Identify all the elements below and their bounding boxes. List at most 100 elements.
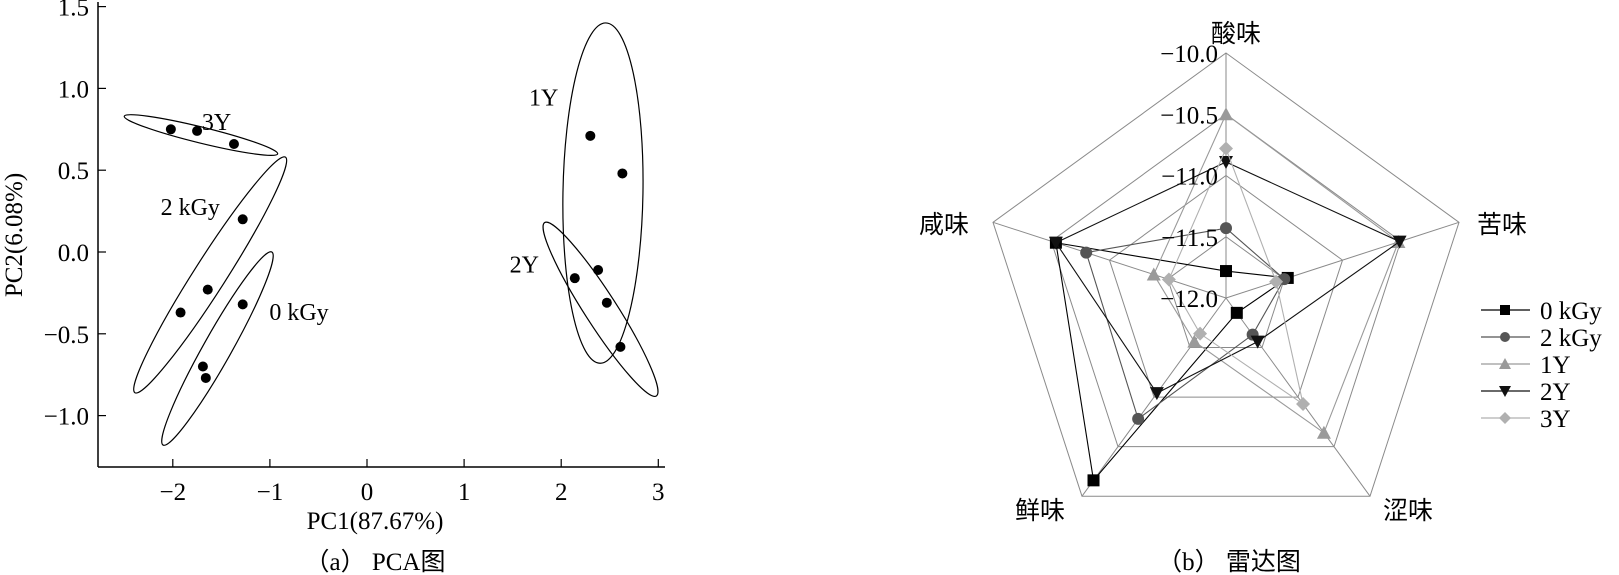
- data-point: [585, 130, 596, 141]
- data-point: [200, 372, 211, 383]
- data-point: [617, 168, 628, 179]
- x-tick-label: 2: [555, 479, 568, 506]
- pca-caption: （a） PCA图: [305, 548, 446, 575]
- circle-marker: [1132, 412, 1145, 425]
- triangle-up-marker: [1187, 334, 1202, 348]
- group-label: 3Y: [202, 110, 231, 136]
- radar-ring-label: −10.0: [1160, 41, 1218, 68]
- data-point: [569, 273, 580, 284]
- x-tick-label: 0: [361, 479, 374, 506]
- radar-series-3y: [1161, 141, 1311, 412]
- legend-label: 0 kGy: [1540, 298, 1602, 325]
- triangle-up-marker: [1316, 425, 1331, 439]
- legend-item: 2Y: [1481, 379, 1571, 406]
- y-tick-label: −1.0: [44, 404, 89, 431]
- radar-ring-label: −11.0: [1161, 164, 1218, 191]
- data-point: [175, 307, 186, 318]
- diamond-marker: [1161, 272, 1176, 287]
- radar-ring: [1050, 113, 1402, 448]
- triangle-up-marker: [1219, 107, 1233, 121]
- triangle-down-marker: [1499, 386, 1511, 397]
- legend-label: 2 kGy: [1540, 325, 1602, 352]
- radar-series-2y: [1048, 156, 1407, 401]
- y-tick-label: 0.0: [58, 240, 89, 267]
- y-tick-label: −0.5: [44, 322, 89, 349]
- square-marker: [1087, 474, 1100, 487]
- group-label: 2 kGy: [161, 195, 220, 221]
- triangle-down-marker: [1392, 235, 1407, 249]
- legend-item: 2 kGy: [1481, 325, 1602, 352]
- radar-ring-label: −12.0: [1160, 286, 1218, 313]
- radar-ring: [1167, 236, 1285, 349]
- legend-label: 2Y: [1540, 379, 1571, 406]
- legend-label: 1Y: [1540, 352, 1571, 379]
- x-tick-label: −1: [257, 479, 284, 506]
- group-ellipse-2kgy: [133, 156, 288, 394]
- triangle-up-marker: [1499, 358, 1511, 369]
- data-point: [192, 125, 203, 136]
- group-ellipse-0kgy: [161, 251, 274, 446]
- radar-ring: [992, 52, 1460, 497]
- pca-plot: −2 −1 0 1 2 3 1.5 1.0 0.5 0.0 −0.5 −1.0 3Y 2 kGy 0 kG…: [1, 0, 665, 575]
- x-tick-label: −2: [159, 479, 186, 506]
- radar-axis-label: 涩味: [1383, 497, 1433, 525]
- legend-item: 0 kGy: [1481, 298, 1602, 325]
- data-point: [237, 299, 248, 310]
- group-label: 0 kGy: [269, 300, 328, 326]
- data-point: [165, 124, 176, 135]
- triangle-down-marker: [1048, 236, 1063, 250]
- radar-axis-label: 鲜味: [1015, 497, 1065, 525]
- radar-caption: （b） 雷达图: [1157, 548, 1301, 575]
- data-point: [237, 214, 248, 225]
- radar-ring: [1108, 174, 1344, 398]
- y-axis-label: PC2(6.08%): [1, 173, 28, 297]
- group-ellipse-2y: [542, 221, 659, 397]
- series-line: [1153, 113, 1400, 434]
- series-line: [1055, 161, 1401, 394]
- group-ellipse-1y: [562, 22, 644, 364]
- group-ellipse-3y: [123, 114, 279, 156]
- data-point: [228, 139, 239, 150]
- radar-series-0kgy: [1049, 236, 1294, 487]
- circle-marker: [1500, 332, 1510, 342]
- radar-spoke: [1225, 221, 1460, 299]
- diamond-marker: [1269, 274, 1284, 289]
- series-line: [1168, 147, 1304, 406]
- radar-axis-label: 酸味: [1211, 20, 1261, 48]
- data-point: [615, 341, 626, 352]
- circle-marker: [1220, 222, 1232, 235]
- legend-item: 1Y: [1481, 352, 1571, 379]
- triangle-up-marker: [1146, 267, 1161, 281]
- y-tick-label: 1.5: [58, 0, 89, 22]
- x-axis-label: PC1(87.67%): [307, 508, 444, 535]
- radar-axis-label: 咸味: [919, 211, 969, 239]
- radar-axis-label: 苦味: [1477, 211, 1527, 239]
- triangle-down-marker: [1250, 335, 1265, 349]
- data-point: [593, 264, 604, 275]
- data-point: [202, 284, 213, 295]
- y-tick-label: 1.0: [58, 76, 89, 103]
- diamond-marker: [1219, 141, 1233, 156]
- data-point: [601, 297, 612, 308]
- data-point: [197, 361, 208, 372]
- radar-ring-label: −10.5: [1160, 102, 1218, 129]
- group-label: 1Y: [529, 86, 558, 112]
- square-marker: [1500, 305, 1510, 315]
- legend-label: 3Y: [1540, 406, 1571, 433]
- circle-marker: [1080, 246, 1093, 259]
- square-marker: [1230, 306, 1243, 319]
- y-tick-label: 0.5: [58, 158, 89, 185]
- group-label: 2Y: [510, 252, 539, 278]
- x-tick-label: 1: [458, 479, 471, 506]
- square-marker: [1220, 265, 1232, 278]
- radar-series-2kgy: [1080, 222, 1291, 425]
- diamond-marker: [1296, 397, 1311, 412]
- diamond-marker: [1193, 326, 1208, 341]
- legend-item: 3Y: [1481, 406, 1571, 433]
- x-tick-label: 3: [652, 479, 665, 506]
- series-line: [1085, 227, 1285, 420]
- diamond-marker: [1499, 412, 1511, 424]
- radar-ring-label: −11.5: [1161, 225, 1218, 252]
